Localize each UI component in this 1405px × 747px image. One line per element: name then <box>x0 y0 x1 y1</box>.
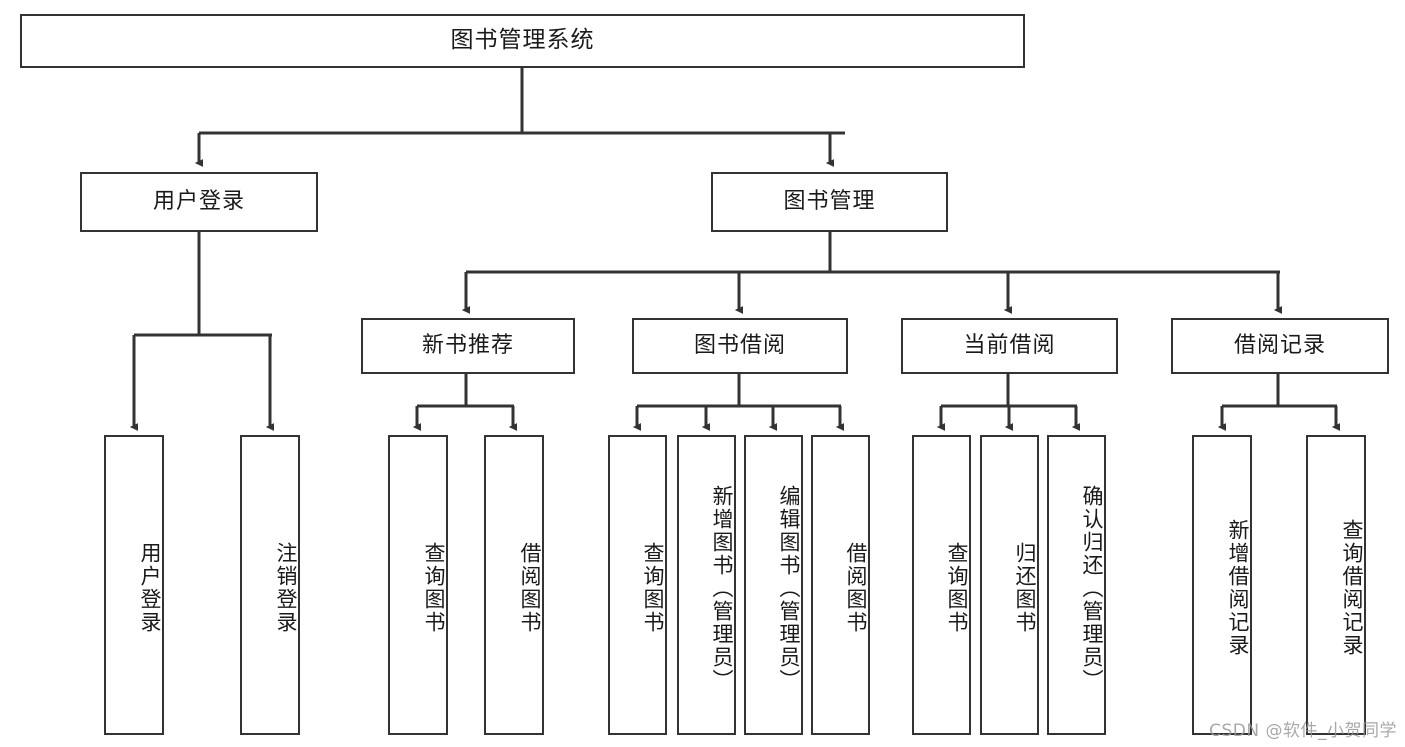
leaf-user-login-sign-out[interactable]: 注销登录 <box>240 435 300 735</box>
node-new-book-recommend[interactable]: 新书推荐 <box>361 318 575 374</box>
leaf-user-login-sign-in[interactable]: 用户登录 <box>104 435 164 735</box>
node-book-borrow[interactable]: 图书借阅 <box>632 318 848 374</box>
leaf-new-book-query-books[interactable]: 查询图书 <box>388 435 448 735</box>
node-root-library-management-system[interactable]: 图书管理系统 <box>20 14 1025 68</box>
node-current-borrow[interactable]: 当前借阅 <box>901 318 1118 374</box>
leaf-new-book-borrow-books[interactable]: 借阅图书 <box>484 435 544 735</box>
leaf-book-borrow-query-books[interactable]: 查询图书 <box>608 435 667 735</box>
leaf-current-borrow-return-books[interactable]: 归还图书 <box>980 435 1039 735</box>
leaf-book-borrow-edit-book-admin[interactable]: 编辑图书（管理员） <box>744 435 803 735</box>
csdn-watermark: CSDN @软件_小贺同学 <box>1209 721 1397 741</box>
node-book-management[interactable]: 图书管理 <box>711 172 948 232</box>
leaf-book-borrow-borrow-books[interactable]: 借阅图书 <box>811 435 870 735</box>
leaf-borrow-record-add-record[interactable]: 新增借阅记录 <box>1192 435 1252 735</box>
leaf-current-borrow-confirm-return-admin[interactable]: 确认归还（管理员） <box>1047 435 1106 735</box>
leaf-current-borrow-query-books[interactable]: 查询图书 <box>912 435 971 735</box>
node-borrow-record[interactable]: 借阅记录 <box>1171 318 1389 374</box>
leaf-borrow-record-query-record[interactable]: 查询借阅记录 <box>1306 435 1366 735</box>
leaf-book-borrow-add-book-admin[interactable]: 新增图书（管理员） <box>677 435 736 735</box>
node-user-login[interactable]: 用户登录 <box>80 172 318 232</box>
